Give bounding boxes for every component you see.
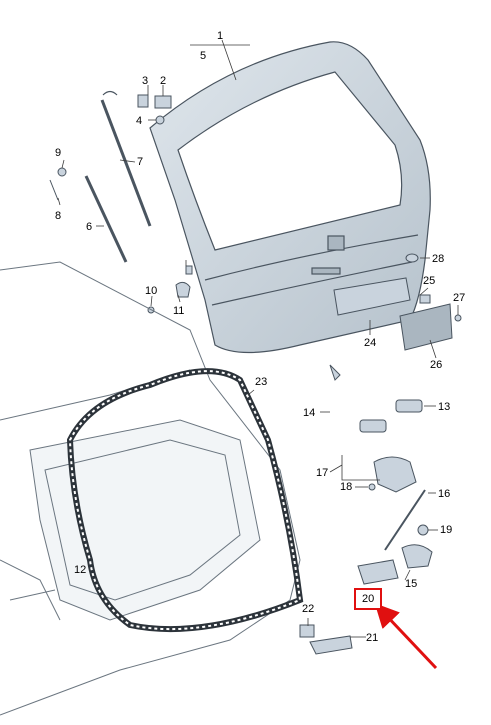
callout-3: 3: [142, 75, 149, 87]
callout-2: 2: [160, 75, 167, 87]
callout-1: 1: [217, 30, 224, 42]
callout-17: 17: [316, 467, 329, 479]
highlight-arrow: [374, 603, 438, 670]
callout-19: 19: [440, 524, 453, 536]
callout-12: 12: [74, 564, 87, 576]
callout-9: 9: [55, 147, 62, 159]
callout-4: 4: [136, 115, 143, 127]
door-seal: [66, 368, 304, 633]
callout-10: 10: [145, 285, 158, 297]
gas-strut-left: [84, 90, 152, 263]
callout-6: 6: [86, 221, 93, 233]
callout-18: 18: [340, 481, 353, 493]
callout-8: 8: [55, 210, 62, 222]
callout-14: 14: [303, 407, 316, 419]
callout-25: 25: [423, 275, 436, 287]
callout-26: 26: [430, 359, 443, 371]
callout-20-highlighted: 20: [354, 588, 383, 610]
arrow-highlight-icon: [374, 603, 438, 670]
callout-23: 23: [255, 376, 268, 388]
callout-27: 27: [453, 292, 466, 304]
callout-28: 28: [432, 253, 445, 265]
callout-13: 13: [438, 401, 451, 413]
tailgate-panel: [149, 41, 431, 354]
leader-lines: [57, 39, 459, 638]
callout-15: 15: [405, 578, 418, 590]
callout-5: 5: [200, 50, 207, 62]
callout-16: 16: [438, 488, 451, 500]
callout-22: 22: [302, 603, 315, 615]
callout-7: 7: [137, 156, 144, 168]
callout-24: 24: [364, 337, 377, 349]
callout-11: 11: [173, 305, 185, 317]
callout-21: 21: [366, 632, 379, 644]
